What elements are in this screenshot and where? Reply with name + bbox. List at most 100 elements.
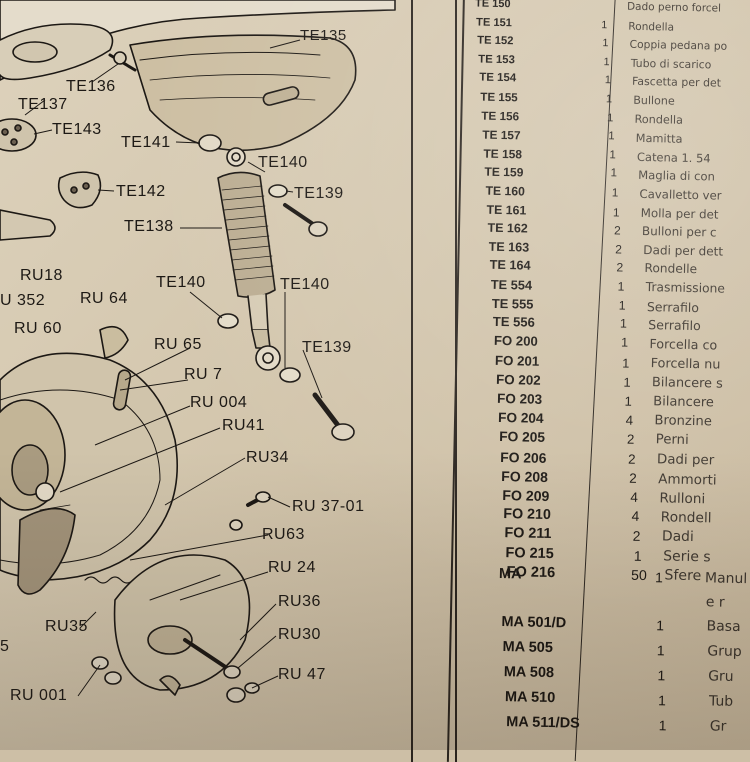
part-description: Fascetta per det xyxy=(632,75,721,90)
part-quantity: 1 xyxy=(612,298,632,312)
callout-te140-right: TE140 xyxy=(280,276,330,294)
part-description: Bulloni per c xyxy=(642,224,717,240)
part-code: MA 511/DS xyxy=(506,714,580,732)
part-code: FO 208 xyxy=(501,468,548,485)
part-description: Forcella co xyxy=(649,337,717,353)
part-quantity: 1 xyxy=(599,93,619,105)
part-code: FO 209 xyxy=(502,487,549,504)
part-description: Cavalletto ver xyxy=(639,187,721,203)
part-quantity: 4 xyxy=(625,509,645,524)
part-quantity: 1 xyxy=(652,717,672,733)
callout-ru18: RU18 xyxy=(20,267,63,285)
part-quantity: 1 xyxy=(652,692,672,708)
callout-ru64: RU 64 xyxy=(80,290,128,308)
part-code: TE 155 xyxy=(480,91,518,105)
part-description: Serrafilo xyxy=(647,299,699,315)
part-description: Bullone xyxy=(633,94,675,108)
part-code: MA 508 xyxy=(504,664,555,681)
callout-te137: TE137 xyxy=(18,96,68,114)
part-description: e r xyxy=(706,594,725,610)
part-description: Bronzine xyxy=(654,413,712,429)
part-code: MA 510 xyxy=(505,689,556,706)
part-description: Rulloni xyxy=(659,490,705,507)
callout-te139-bottom: TE139 xyxy=(302,339,352,357)
part-code: TE 555 xyxy=(492,295,534,311)
part-quantity: 1 xyxy=(651,667,671,683)
part-code: TE 161 xyxy=(486,202,526,217)
part-code: FO 204 xyxy=(498,410,544,426)
part-quantity: 1 xyxy=(595,37,615,49)
part-code: TE 152 xyxy=(477,35,513,48)
part-description: Bilancere s xyxy=(652,375,723,391)
part-quantity: 2 xyxy=(626,528,646,544)
part-description: Rondell xyxy=(661,510,712,527)
part-quantity: 4 xyxy=(624,490,644,505)
part-quantity: 1 xyxy=(600,112,620,124)
part-code: FO 202 xyxy=(496,372,541,388)
part-code: TE 151 xyxy=(476,16,512,29)
part-code: TE 162 xyxy=(487,221,527,236)
part-description: Manul xyxy=(705,570,748,587)
callout-ru47: RU 47 xyxy=(278,666,326,684)
part-quantity: 1 xyxy=(628,547,648,563)
part-code: TE 150 xyxy=(475,0,511,10)
part-code: TE 159 xyxy=(484,165,523,180)
part-description: Grup xyxy=(707,643,742,660)
callout-ru65: RU 65 xyxy=(154,336,202,354)
table-row: e r xyxy=(405,588,750,616)
part-code: MA xyxy=(499,566,522,582)
part-quantity: 2 xyxy=(607,223,627,237)
part-quantity: 1 xyxy=(604,168,624,180)
part-description: Coppia pedana po xyxy=(629,38,727,53)
part-description: Tubo di scarico xyxy=(631,57,712,72)
part-quantity: 1 xyxy=(617,374,637,389)
part-quantity: 1 xyxy=(605,186,625,199)
part-description: Tub xyxy=(709,693,734,710)
part-code: TE 164 xyxy=(490,258,531,273)
part-quantity: 1 xyxy=(651,642,671,658)
shock-upper-body xyxy=(218,172,275,297)
part-code: FO 206 xyxy=(500,449,547,466)
part-code: TE 163 xyxy=(489,240,530,255)
part-quantity: 1 xyxy=(603,149,623,161)
callout-ru35: RU35 xyxy=(45,618,88,636)
part-quantity: 2 xyxy=(623,470,643,485)
table-row: MA 505 1 Grup xyxy=(405,637,750,665)
callout-ru63: RU63 xyxy=(262,526,305,544)
part-quantity: 2 xyxy=(608,242,628,256)
part-description: Bilancere xyxy=(653,394,714,410)
part-code: FO 210 xyxy=(503,506,551,523)
part-code: FO 215 xyxy=(505,545,554,562)
callout-ru3701: RU 37-01 xyxy=(292,498,364,516)
part-code: MA 501/D xyxy=(501,614,566,631)
part-quantity: 4 xyxy=(619,413,639,428)
part-code: TE 160 xyxy=(485,184,525,199)
callout-ru30: RU30 xyxy=(278,626,321,644)
callout-ru7: RU 7 xyxy=(184,366,222,384)
part-quantity: 1 xyxy=(601,130,621,142)
part-description: Dadi per xyxy=(657,452,714,468)
part-description: Molla per det xyxy=(641,206,719,222)
part-quantity: 2 xyxy=(610,261,630,275)
part-code: TE 154 xyxy=(479,72,516,85)
part-code: MA 505 xyxy=(502,639,553,656)
part-code: FO 211 xyxy=(504,525,551,542)
callout-ru004: RU 004 xyxy=(190,394,247,412)
part-code: TE 156 xyxy=(481,109,519,123)
part-code: TE 153 xyxy=(478,53,515,66)
part-quantity: 1 xyxy=(611,279,631,293)
callout-ru41: RU41 xyxy=(222,417,265,435)
part-description: Dado perno forcel xyxy=(627,1,721,15)
callout-ru60: RU 60 xyxy=(14,320,62,338)
part-description: Rondella xyxy=(634,112,683,126)
callout-te135: TE135 xyxy=(300,27,347,44)
callout-partial5: 5 xyxy=(0,638,9,656)
part-description: Serie s xyxy=(663,548,711,565)
part-quantity: 1 xyxy=(598,74,618,86)
part-description: Catena 1. 54 xyxy=(637,150,711,166)
part-code: TE 158 xyxy=(483,146,522,161)
part-description: Ammorti xyxy=(658,471,717,488)
